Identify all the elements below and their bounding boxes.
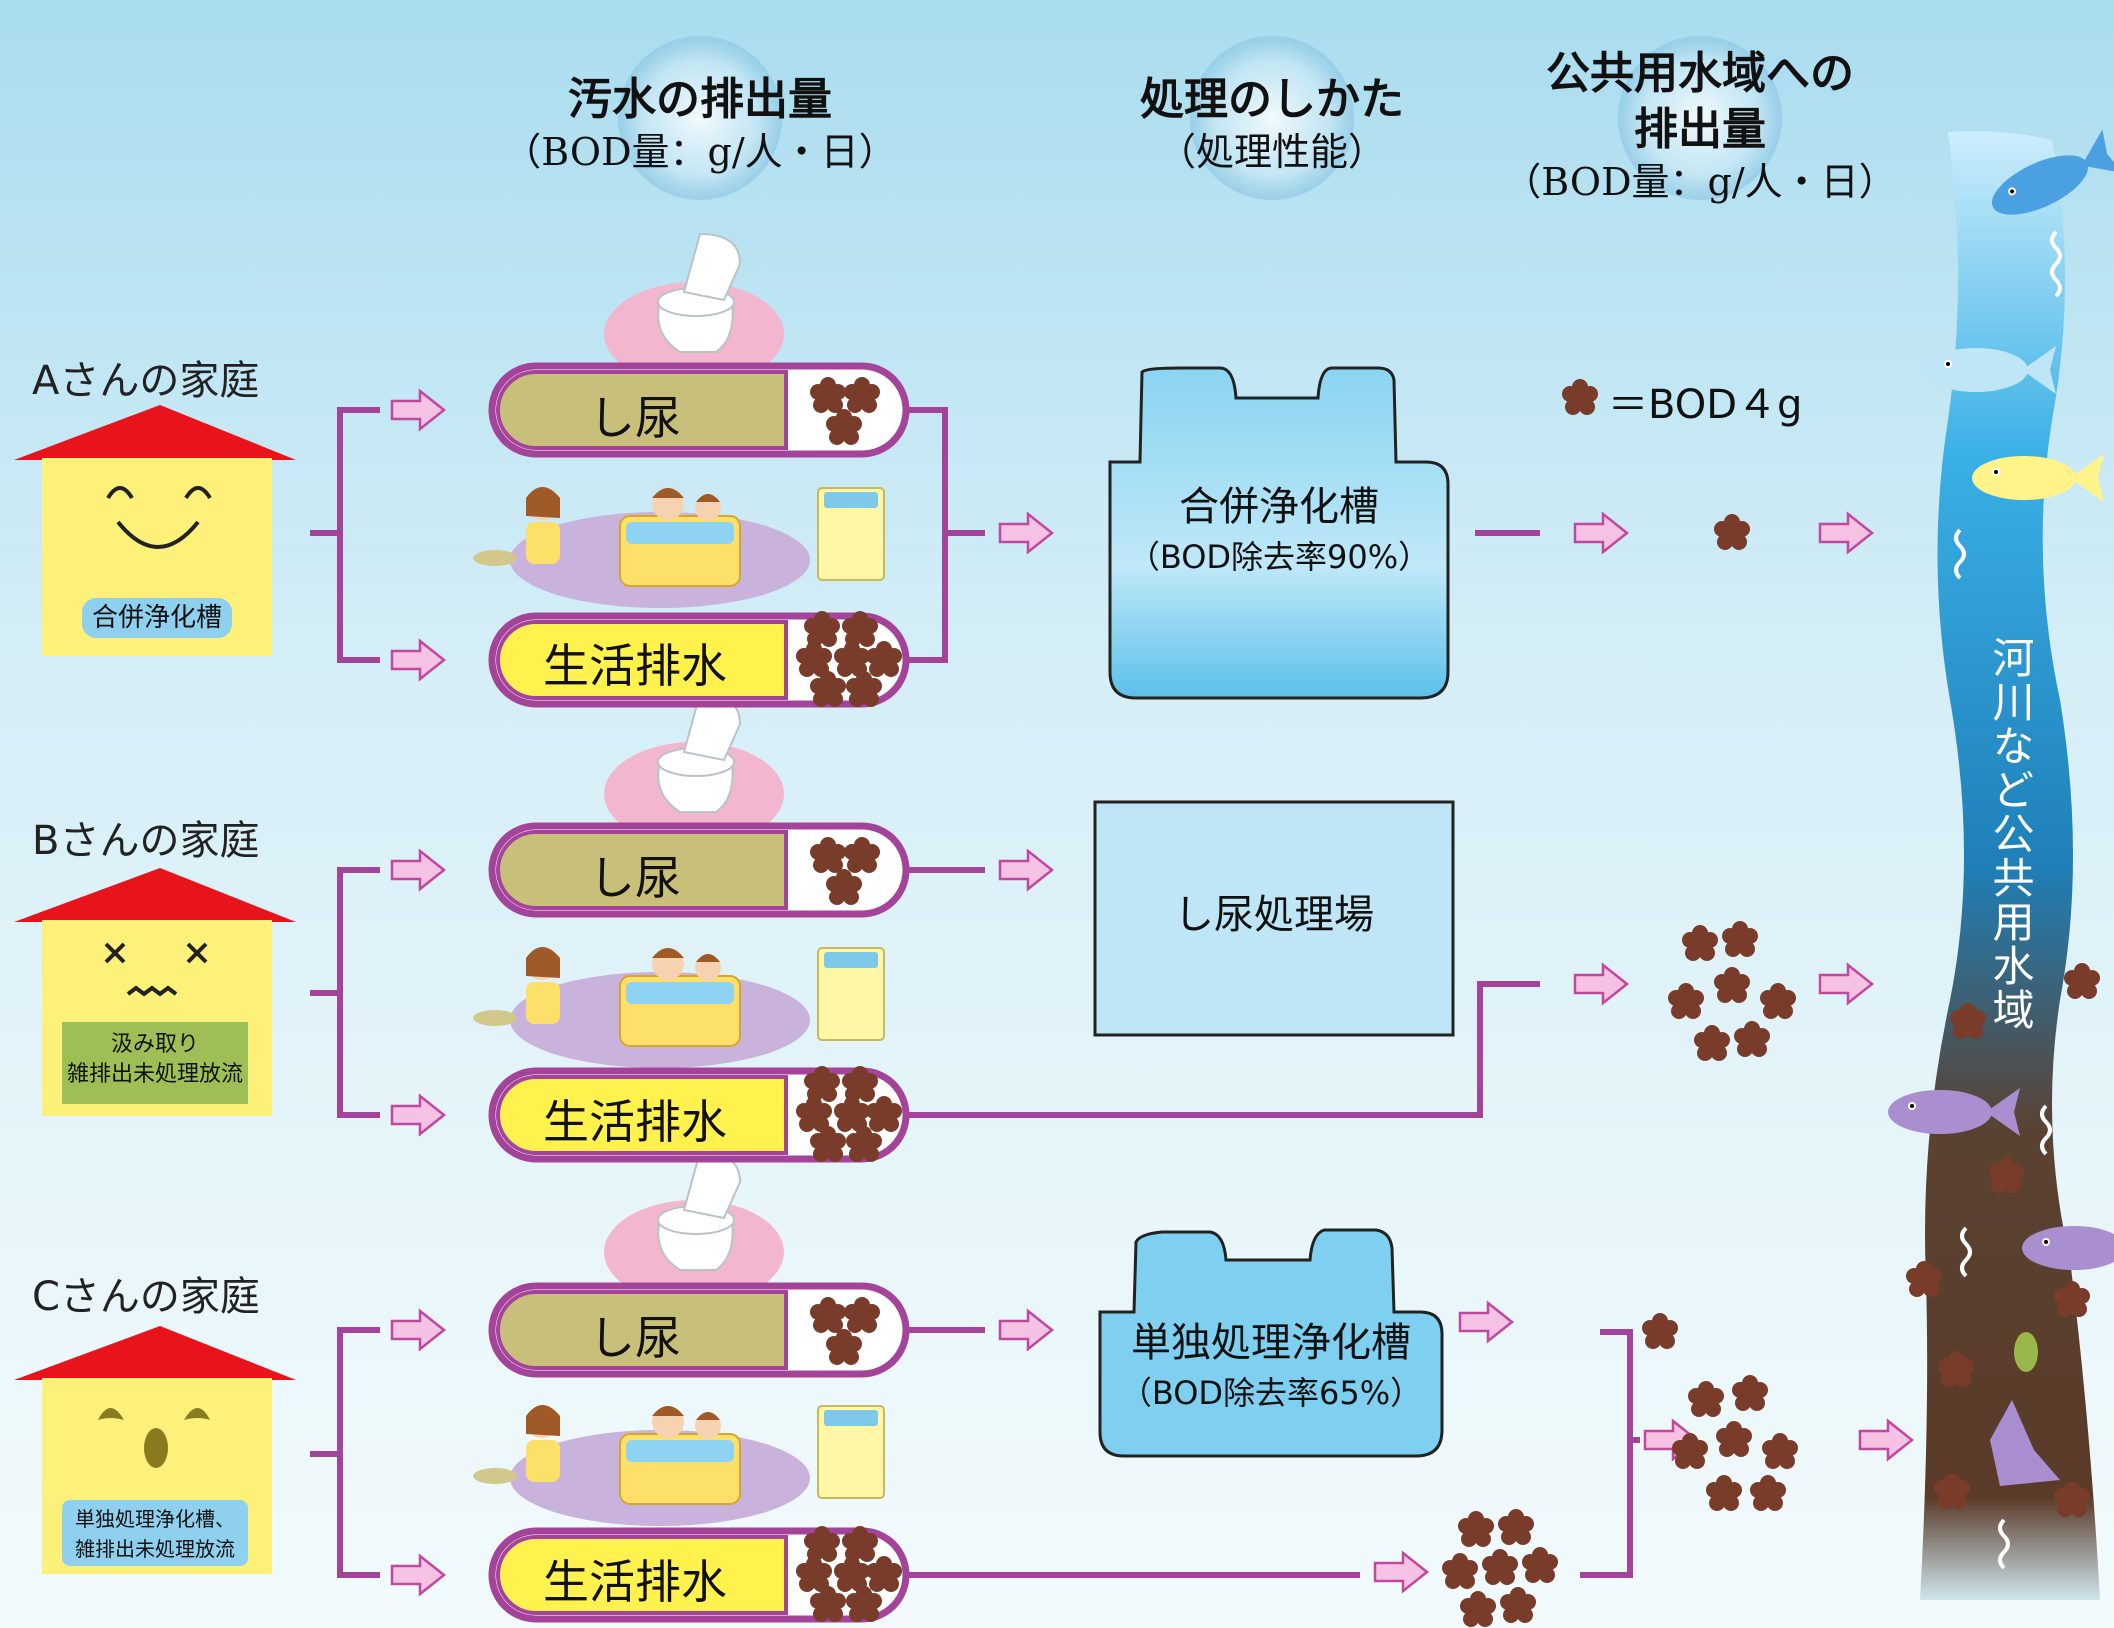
pill-fill <box>496 830 788 910</box>
header-globe-1 <box>618 36 782 200</box>
discharge-bod-icon <box>1760 983 1796 1019</box>
treatment-rate-a: （BOD除去率90%） <box>1127 538 1431 576</box>
river-label: 河川など公共用水域 <box>1986 636 2035 1032</box>
discharge-bod-icon <box>1734 1021 1770 1057</box>
discharge-bod-icon <box>1694 1025 1730 1061</box>
wave-icons <box>1954 230 2062 1570</box>
header-col3: 公共用水域への 排出量 （BOD量：g/人・日） <box>1480 46 1920 206</box>
col3-title-line2: 排出量 <box>1634 104 1766 155</box>
pill-fill <box>496 1075 788 1155</box>
treatment-tank-c <box>1098 1228 1444 1458</box>
discharge-bod-icon <box>1682 925 1718 961</box>
house-tag-b: 汲み取り 雑排出未処理放流 <box>62 1030 248 1090</box>
col3-title-line1: 公共用水域への <box>1546 48 1854 99</box>
bath-scene-icon <box>472 1404 885 1527</box>
discharge-bod-icon <box>1716 1421 1752 1457</box>
house-roof-c <box>14 1326 296 1380</box>
pill-fill <box>496 1290 788 1370</box>
treatment-label-c: 単独処理浄化槽 （BOD除去率65%） <box>1100 1316 1442 1416</box>
pill-shinyo <box>488 822 910 918</box>
col2-title: 処理のしかた <box>1140 74 1404 125</box>
discharge-bod-icon <box>1442 1553 1478 1589</box>
bath-scene-icon <box>472 946 885 1069</box>
pill-label-a-shinyo: し尿 <box>589 391 681 445</box>
pill-label-b-shinyo: し尿 <box>589 851 681 905</box>
household-b <box>14 868 296 1116</box>
pill-seikatsu <box>488 1066 910 1163</box>
fish-icon <box>1972 454 2104 502</box>
house-tag-bg-c <box>62 1500 248 1566</box>
pill-seikatsu <box>488 611 910 708</box>
discharge-bod-icon <box>1460 1591 1496 1627</box>
discharge-bod-icon <box>1688 1381 1724 1417</box>
discharge-bod-icon <box>1668 983 1704 1019</box>
discharge-bod-icon <box>1498 1509 1534 1545</box>
treatment-rate-c: （BOD除去率65%） <box>1119 1374 1423 1412</box>
discharge-bod-icon <box>1500 1587 1536 1623</box>
household-a-name: Aさんの家庭 <box>32 358 260 404</box>
house-tag-c: 単独処理浄化槽、 雑排出未処理放流 <box>62 1504 248 1564</box>
house-tag-a-line1: 合併浄化槽 <box>91 603 222 633</box>
household-c <box>14 1326 296 1574</box>
pill-seikatsu <box>488 1526 910 1623</box>
house-roof-a <box>14 405 296 460</box>
pill-shinyo <box>488 1282 910 1378</box>
treatment-name-c: 単独処理浄化槽 <box>1131 1320 1411 1366</box>
house-roof-b <box>14 868 296 922</box>
header-col1: 汚水の排出量 （BOD量：g/人・日） <box>470 72 930 176</box>
col1-title: 汚水の排出量 <box>568 74 832 125</box>
pill-label-a-seikatsu: 生活排水 <box>543 639 727 693</box>
discharge-bod-icon <box>1522 1547 1558 1583</box>
discharge-bod-icon <box>1642 1313 1678 1349</box>
header-col2: 処理のしかた （処理性能） <box>1092 72 1452 176</box>
household-c-name: Cさんの家庭 <box>32 1274 260 1320</box>
discharge-bod-icon <box>1732 1375 1768 1411</box>
treatment-label-b: し尿処理場 <box>1095 888 1453 942</box>
header-globe-3 <box>1618 36 1782 200</box>
discharge-bod-icon <box>1750 1475 1786 1511</box>
treatment-tank-a <box>1108 366 1450 700</box>
bod-unit-icon <box>1562 379 1598 415</box>
house-tag-b-line2: 雑排出未処理放流 <box>66 1062 243 1087</box>
discharge-bod-icon <box>1762 1433 1798 1469</box>
pill-label-c-shinyo: し尿 <box>589 1311 681 1365</box>
discharge-bod-icon <box>1722 921 1758 957</box>
house-tag-a: 合併浄化槽 <box>82 603 232 633</box>
household-a <box>14 405 296 656</box>
house-tag-c-line2: 雑排出未処理放流 <box>75 1537 235 1561</box>
col1-subtitle: （BOD量：g/人・日） <box>503 130 897 174</box>
pill-shinyo <box>488 362 910 458</box>
house-tag-c-line1: 単独処理浄化槽、 <box>75 1507 235 1531</box>
discharge-bod-icon <box>1482 1549 1518 1585</box>
happy-face-icon <box>106 486 212 549</box>
house-tag-bg-b <box>62 1022 248 1104</box>
treatment-name-b: し尿処理場 <box>1174 892 1374 938</box>
header-globe-2 <box>1190 36 1354 200</box>
discharge-bod-icon <box>1714 514 1750 550</box>
pill-label-c-seikatsu: 生活排水 <box>543 1555 727 1609</box>
sad-face-icon <box>98 1408 210 1468</box>
flow-lines <box>310 407 1640 1578</box>
discharge-bod-icon <box>1714 967 1750 1003</box>
bath-scene-icon <box>472 486 885 609</box>
treatment-name-a: 合併浄化槽 <box>1179 484 1379 530</box>
legend-text: ＝BOD４g <box>1608 382 1803 428</box>
col3-subtitle: （BOD量：g/人・日） <box>1503 160 1897 204</box>
pill-fill <box>496 370 788 450</box>
toilet-icon <box>603 1151 785 1305</box>
house-tag-bg-a <box>82 598 232 638</box>
dizzy-face-icon <box>104 942 208 997</box>
house-tag-b-line1: 汲み取り <box>110 1032 199 1057</box>
treatment-plant-b <box>1093 800 1455 1037</box>
dead-fish-icon <box>1990 1332 2060 1486</box>
discharge-bod-icon <box>1706 1475 1742 1511</box>
col2-subtitle: （処理性能） <box>1157 130 1386 174</box>
discharge-bod-icon <box>1458 1511 1494 1547</box>
treatment-label-a: 合併浄化槽 （BOD除去率90%） <box>1110 480 1448 580</box>
pill-label-b-seikatsu: 生活排水 <box>543 1095 727 1149</box>
household-b-name: Bさんの家庭 <box>32 818 260 864</box>
pill-fill <box>496 1535 788 1615</box>
pill-fill <box>496 620 788 700</box>
